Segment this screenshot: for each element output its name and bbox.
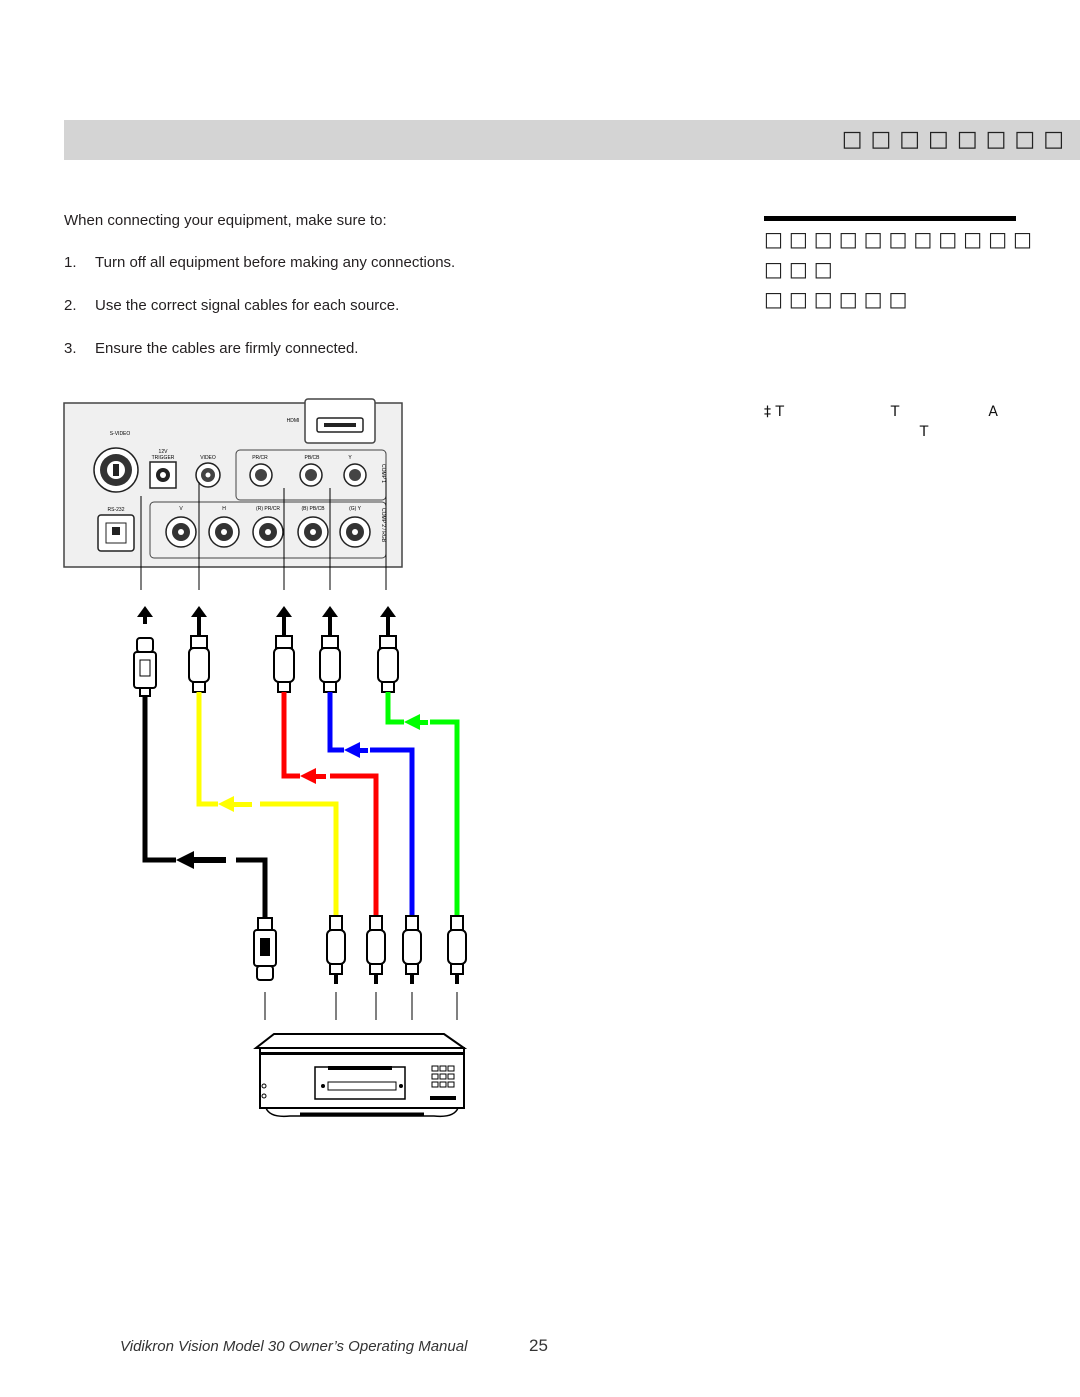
step-text: Use the correct signal cables for each s… — [95, 297, 400, 314]
bnc-v-icon — [165, 516, 197, 548]
video-cable — [196, 692, 339, 916]
rca-plug-pr-icon — [273, 624, 295, 693]
step-text: Turn off all equipment before making any… — [95, 254, 456, 271]
bnc-g-icon — [339, 516, 371, 548]
manual-title: Vidikron Vision Model 30 Owner’s Operati… — [120, 1338, 468, 1355]
bnc-h-icon — [208, 516, 240, 548]
trigger-label: TRIGGER — [152, 455, 175, 461]
list-item: 1.Turn off all equipment before making a… — [64, 254, 455, 297]
svideo-cable — [142, 696, 268, 918]
pr-label: PR/CR — [252, 455, 268, 461]
r-pr-label: (R) PR/CR — [256, 506, 280, 512]
guide-lines — [140, 478, 387, 590]
step-text: Ensure the cables are firmly connected. — [95, 340, 359, 357]
pr-cable — [281, 692, 379, 916]
cables — [142, 692, 460, 918]
rs232-label: RS-232 — [108, 507, 125, 513]
h-label: H — [222, 506, 226, 512]
sidebar-note: ‡ T T A T — [764, 404, 998, 440]
rca-plug-video-icon — [188, 624, 210, 693]
hdmi-port-icon — [316, 417, 364, 433]
pb-label: PB/CB — [304, 455, 320, 461]
rca-plug-bottom-pb-icon — [402, 915, 422, 984]
b-pb-label: (B) PB/CB — [301, 506, 325, 512]
pb-port-icon — [299, 463, 323, 487]
video-port-icon — [195, 462, 221, 488]
svideo-plug-icon — [133, 637, 157, 697]
input-panel: HDMI S-VIDEO 12V TRIGGER VIDEO PR/CR PB/… — [63, 398, 403, 568]
connection-diagram: HDMI S-VIDEO 12V TRIGGER VIDEO PR/CR PB/… — [63, 398, 468, 1118]
bnc-b-icon — [297, 516, 329, 548]
steps-list: 1.Turn off all equipment before making a… — [64, 254, 455, 383]
video-label: VIDEO — [200, 455, 216, 461]
bnc-r-icon — [252, 516, 284, 548]
rca-plug-bottom-video-icon — [326, 915, 346, 984]
comp1-label: COMP 1 — [380, 464, 386, 483]
svideo-label: S-VIDEO — [110, 431, 131, 437]
pb-cable — [327, 692, 415, 916]
arrow-svideo — [176, 851, 194, 869]
up-arrows — [137, 606, 396, 624]
list-item: 2.Use the correct signal cables for each… — [64, 297, 455, 340]
comp2-label: COMP 2 / RGB — [380, 508, 386, 543]
hdmi-label: HDMI — [287, 418, 300, 424]
trigger-port-icon — [149, 461, 177, 489]
device-guide-lines — [264, 992, 458, 1020]
rca-plug-bottom-pr-icon — [366, 915, 386, 984]
g-y-label: (G) Y — [349, 506, 362, 512]
svideo-plug-bottom-icon — [253, 917, 277, 981]
sidebar-rule — [764, 216, 1016, 221]
pr-port-icon — [249, 463, 273, 487]
rca-plug-bottom-y-icon — [447, 915, 467, 984]
rca-plug-y-icon — [377, 624, 399, 693]
v-label: V — [179, 506, 183, 512]
trigger-12v-label: 12V — [159, 449, 169, 455]
sidebar-heading: □□□□□□□□□□□ □□□ □□□□□□ — [764, 227, 1038, 311]
rca-plug-pb-icon — [319, 624, 341, 693]
section-title: □□□□□□□□ — [841, 127, 1072, 152]
intro-text: When connecting your equipment, make sur… — [64, 212, 387, 229]
y-label: Y — [348, 455, 352, 461]
list-item: 3.Ensure the cables are firmly connected… — [64, 340, 455, 383]
y-port-icon — [343, 463, 367, 487]
arrow-pb — [344, 742, 360, 758]
rs232-port-icon — [97, 514, 135, 552]
svideo-port-icon — [93, 447, 139, 493]
header-bar: □□□□□□□□ — [64, 120, 1080, 160]
arrow-pr — [300, 768, 316, 784]
page-number: 25 — [529, 1336, 548, 1355]
arrow-y — [404, 714, 420, 730]
dvd-player-icon — [253, 1033, 468, 1118]
arrow-video — [218, 796, 234, 812]
y-cable — [385, 692, 460, 916]
